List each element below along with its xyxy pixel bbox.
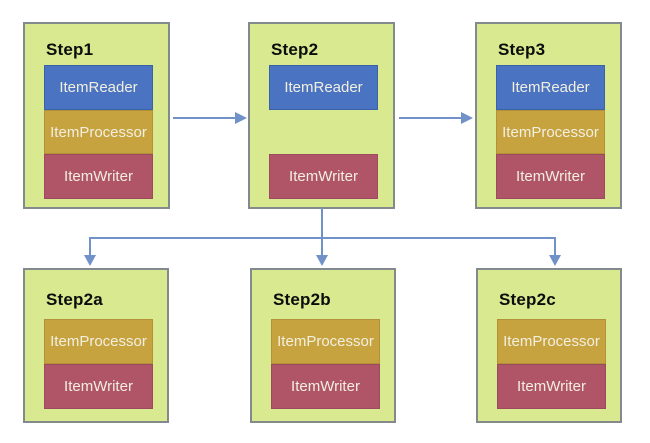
step3-itemreader-block: ItemReader [496,65,605,110]
arrowhead-step2 [235,112,247,124]
step1-title: Step1 [46,40,94,59]
step3-itemwriter-block: ItemWriter [496,154,605,199]
step2c-box: Step2c ItemProcessor ItemWriter [476,268,622,423]
step2-itemreader-block: ItemReader [269,65,378,110]
step2a-box: Step2a ItemProcessor ItemWriter [23,268,169,423]
step2-box: Step2 ItemReader ItemWriter [248,22,395,209]
arrowhead-step3 [461,112,473,124]
step2-title: Step2 [271,40,319,59]
step1-itemprocessor-block: ItemProcessor [44,110,153,154]
step2a-itemprocessor-block: ItemProcessor [44,319,153,364]
branch-connector [89,208,556,257]
step3-itemprocessor-block: ItemProcessor [496,110,605,154]
step2c-title: Step2c [499,290,556,309]
step3-title: Step3 [498,40,546,59]
step2c-itemprocessor-block: ItemProcessor [497,319,606,364]
step1-itemwriter-block: ItemWriter [44,154,153,199]
step1-itemreader-block: ItemReader [44,65,153,110]
step1-box: Step1 ItemReader ItemProcessor ItemWrite… [23,22,170,209]
step2b-title: Step2b [273,290,331,309]
arrowhead-step2b [316,255,328,266]
step2b-box: Step2b ItemProcessor ItemWriter [250,268,396,423]
arrowhead-step2c [549,255,561,266]
step2-itemwriter-block: ItemWriter [269,154,378,199]
step2c-itemwriter-block: ItemWriter [497,364,606,409]
step2b-itemwriter-block: ItemWriter [271,364,380,409]
step3-box: Step3 ItemReader ItemProcessor ItemWrite… [475,22,622,209]
step2b-itemprocessor-block: ItemProcessor [271,319,380,364]
step2a-title: Step2a [46,290,103,309]
arrowhead-step2a [84,255,96,266]
step2a-itemwriter-block: ItemWriter [44,364,153,409]
